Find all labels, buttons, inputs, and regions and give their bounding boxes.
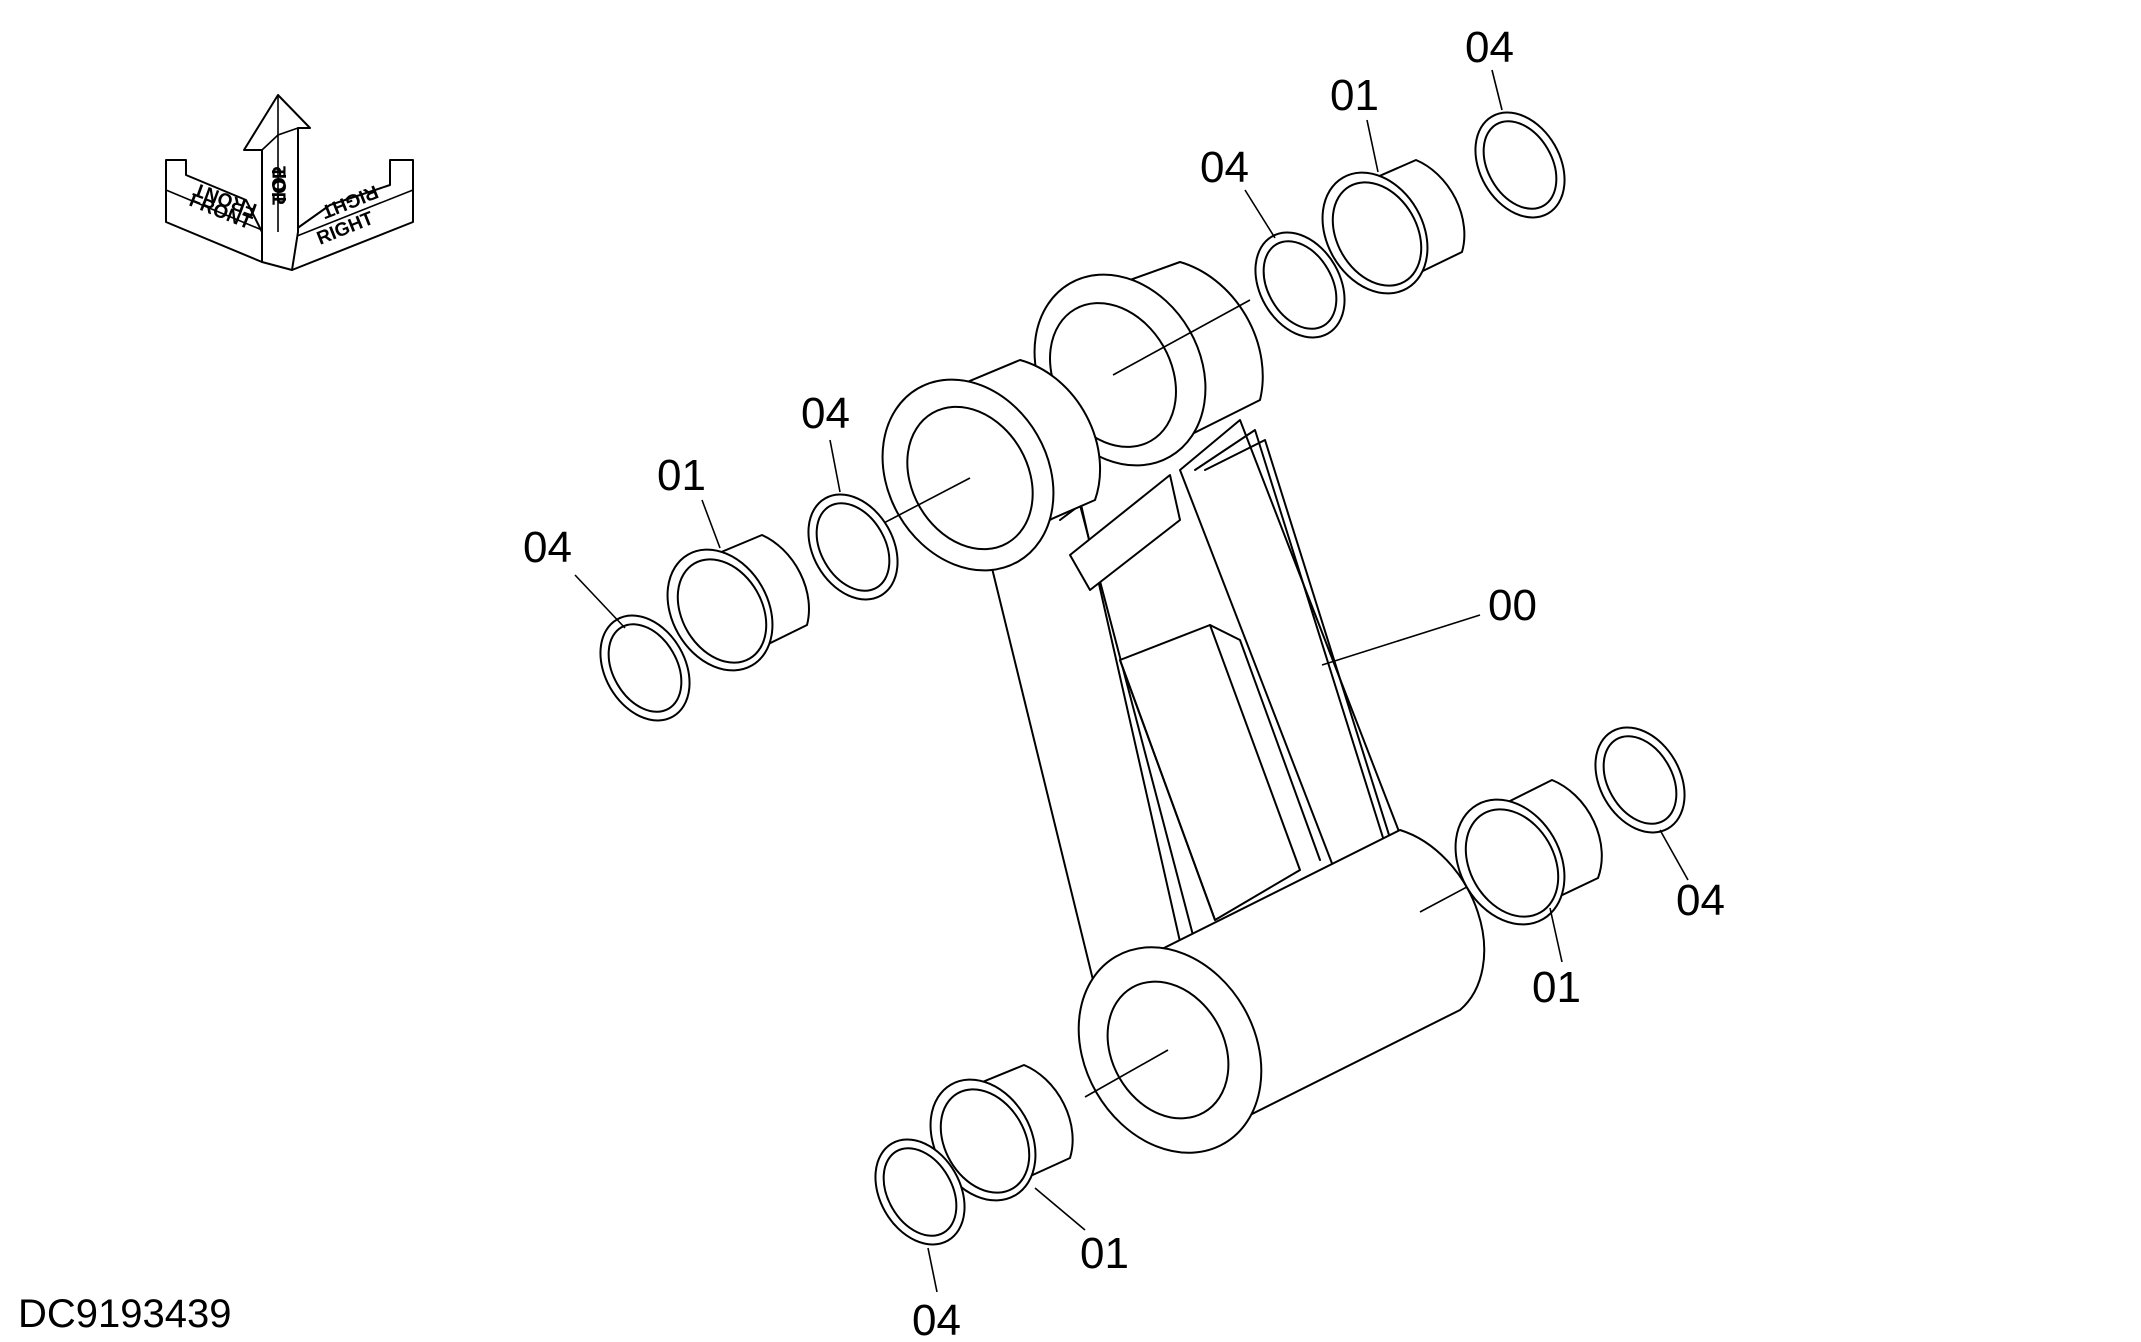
- callout-04-upper-left: 04: [801, 389, 850, 438]
- bushing-upper-right: [1321, 159, 1466, 295]
- shim-lower-left: [874, 1138, 966, 1246]
- leader-lines: [574, 69, 1689, 1293]
- callout-00-link: 00: [1488, 581, 1537, 630]
- link-body: [879, 261, 1486, 1154]
- callout-01-lower-left: 01: [1080, 1229, 1129, 1278]
- shim-upper-right-outer: [1474, 111, 1566, 219]
- document-id: DC9193439: [18, 1292, 232, 1336]
- callout-04-upper-right-inner: 04: [1200, 143, 1249, 192]
- shim-upper-left-inner: [807, 493, 899, 601]
- shim-lower-right: [1594, 726, 1686, 834]
- bushing-lower-left: [929, 1064, 1074, 1202]
- callout-04-far-left: 04: [523, 523, 572, 572]
- callout-04-lower-right: 04: [1676, 876, 1725, 925]
- top-label: TOP: [267, 166, 288, 205]
- orientation-compass: FRONT FRONT TOP TOP RIGHT RIGHT: [165, 94, 414, 271]
- top-mirrored-label: TOP: [270, 166, 291, 205]
- callout-01-upper-left: 01: [657, 451, 706, 500]
- shim-far-left: [599, 614, 691, 722]
- callout-04-lower-left: 04: [912, 1296, 961, 1342]
- bushing-upper-left: [666, 534, 810, 672]
- bushing-lower-right: [1454, 779, 1603, 926]
- callout-01-lower-right: 01: [1532, 963, 1581, 1012]
- callout-01-upper-right: 01: [1330, 71, 1379, 120]
- shim-upper-right-inner: [1254, 231, 1346, 339]
- callout-04-upper-right-outer: 04: [1465, 23, 1514, 72]
- callouts: 04 01 04 04 01 04 00 04 01 01 04: [523, 23, 1725, 1342]
